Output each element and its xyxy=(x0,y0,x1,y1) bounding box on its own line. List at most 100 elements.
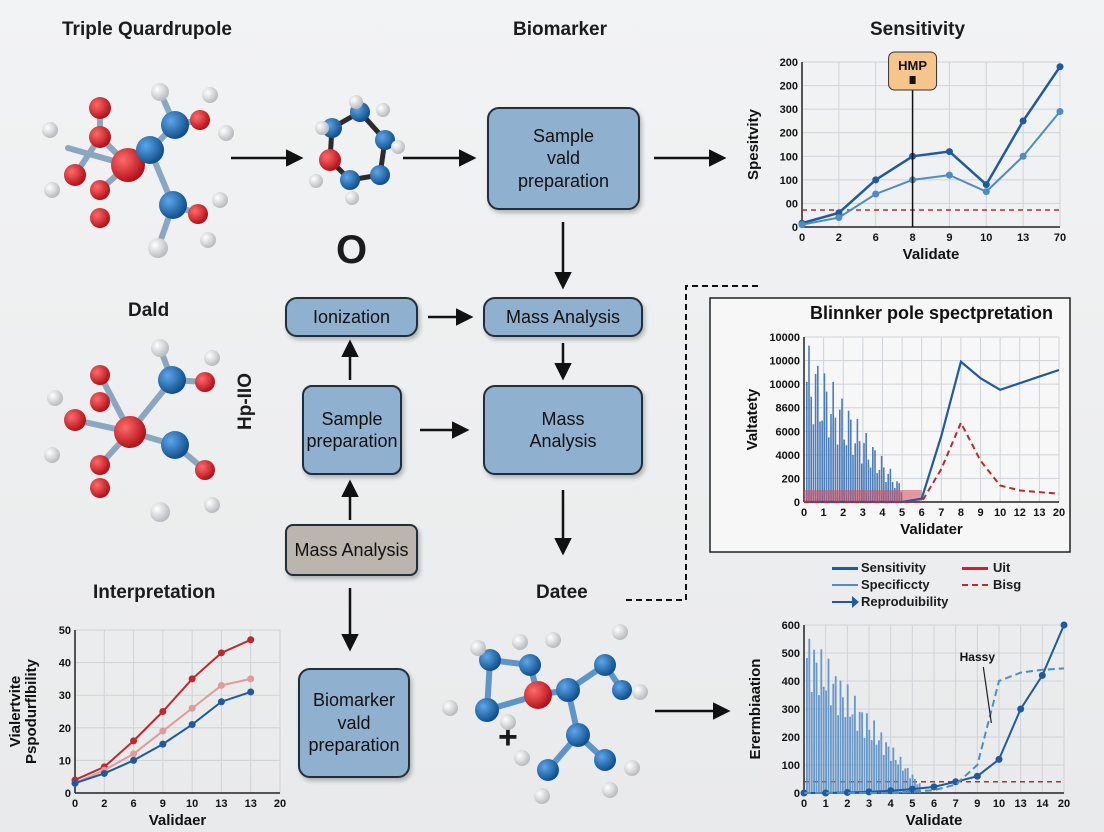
noise-bar xyxy=(852,454,854,502)
data-point xyxy=(188,675,196,683)
noise-bar xyxy=(814,373,817,502)
y-axis-title: Pspodurflbility xyxy=(23,658,40,764)
data-point xyxy=(1056,63,1064,71)
noise-bar xyxy=(858,441,861,502)
chart-title: Blinnker pole spectpretation xyxy=(810,303,1053,323)
x-tick-label: 13 xyxy=(1015,798,1027,810)
noise-bar xyxy=(825,690,827,793)
x-tick-label: 2 xyxy=(840,507,846,519)
legend-line-specificity xyxy=(832,584,858,586)
noise-bar xyxy=(851,714,854,793)
y-tick-label: 200 xyxy=(780,57,798,69)
data-point xyxy=(217,698,225,706)
spectpretation-legend: Sensitivity Uit Specificcty Bisg Reprodu… xyxy=(828,559,1068,615)
noise-bar xyxy=(875,744,878,793)
x-tick-label: 2 xyxy=(836,232,842,244)
data-point xyxy=(835,214,843,222)
noise-bar xyxy=(899,756,902,793)
noise-bar xyxy=(885,742,887,793)
noise-bar xyxy=(806,382,808,502)
x-tick-label: 6 xyxy=(931,798,937,810)
callout-marker xyxy=(909,76,916,84)
noise-bar xyxy=(878,740,880,793)
annotation-pointer xyxy=(982,666,992,724)
data-point xyxy=(872,176,880,184)
ionization-box[interactable]: Ionization xyxy=(285,297,418,337)
x-tick-label: 4 xyxy=(888,798,895,810)
noise-bar xyxy=(808,638,811,793)
y-axis-title: Spesitvity xyxy=(745,108,762,180)
biomarker-vald-preparation-box[interactable]: Biomarker vald preparation xyxy=(298,668,410,778)
noise-bar xyxy=(830,414,832,502)
data-point xyxy=(159,740,167,748)
y-tick-label: 10000 xyxy=(769,332,800,344)
y-tick-label: 300 xyxy=(782,704,800,716)
data-point xyxy=(159,727,167,735)
y-tick-label: 00 xyxy=(786,198,798,210)
legend-label-specificity: Specificcty xyxy=(861,577,930,592)
x-tick-label: 10 xyxy=(993,798,1005,810)
data-point xyxy=(930,783,938,791)
noise-bar xyxy=(904,768,907,793)
x-tick-label: 6 xyxy=(919,507,925,519)
x-tick-label: 7 xyxy=(938,507,944,519)
noise-bar xyxy=(839,680,842,793)
data-point xyxy=(982,188,990,196)
noise-bar xyxy=(817,365,819,502)
mass-analysis-mid-box[interactable]: Mass Analysis xyxy=(483,385,643,475)
y-tick-label: 400 xyxy=(782,676,800,688)
noise-bar xyxy=(830,705,832,793)
y-tick-label: 500 xyxy=(782,648,800,660)
x-tick-label: 2 xyxy=(844,798,850,810)
y-tick-label: 600 xyxy=(782,620,800,632)
data-point xyxy=(843,788,851,796)
mass-analysis-gray-box[interactable]: Mass Analysis xyxy=(285,524,418,576)
x-tick-label: 13 xyxy=(245,798,257,810)
datee-label: Datee xyxy=(536,582,588,603)
x-tick-label: 20 xyxy=(1053,507,1065,519)
x-tick-label: 1 xyxy=(821,507,827,519)
x-tick-label: 20 xyxy=(274,798,286,810)
sample-vald-preparation-box[interactable]: Sample vald preparation xyxy=(487,107,640,210)
annotation-label: Hassy xyxy=(960,650,996,664)
noise-bar xyxy=(863,738,866,793)
y-tick-label: 20 xyxy=(59,723,71,735)
data-point xyxy=(247,636,255,644)
x-tick-label: 13 xyxy=(215,798,227,810)
noise-bar xyxy=(865,433,867,502)
noise-bar xyxy=(813,649,815,793)
noise-bar xyxy=(911,774,914,793)
noise-bar xyxy=(844,717,847,793)
legend-line-sensitivity xyxy=(832,567,858,570)
biomarker-label: Biomarker xyxy=(513,19,607,40)
y-tick-label: 0 xyxy=(794,788,800,800)
data-point xyxy=(1019,152,1027,160)
x-tick-label: 8 xyxy=(910,232,916,244)
legend-label-uit: Uit xyxy=(993,560,1011,575)
data-point xyxy=(71,779,79,787)
y-tick-label: 200 xyxy=(780,81,798,93)
noise-bar xyxy=(823,373,826,502)
data-point xyxy=(188,704,196,712)
noise-bar xyxy=(887,473,889,502)
x-tick-label: 7 xyxy=(953,798,959,810)
mass-analysis-top-box[interactable]: Mass Analysis xyxy=(483,297,643,337)
data-point xyxy=(1056,108,1064,115)
noise-bar xyxy=(834,676,837,793)
sample-preparation-box[interactable]: Sample preparation xyxy=(302,385,402,475)
noise-bar xyxy=(837,715,839,793)
noise-bar xyxy=(834,417,837,502)
x-tick-label: 2 xyxy=(101,798,107,810)
y-tick-label: 0 xyxy=(792,222,798,234)
data-point xyxy=(995,755,1003,763)
noise-bar xyxy=(836,444,839,502)
x-axis-title: Validaer xyxy=(149,812,207,829)
data-point xyxy=(822,789,830,797)
data-point xyxy=(798,221,806,229)
molecule-middle-left-atoms xyxy=(44,339,220,522)
data-point xyxy=(982,181,990,189)
series-line xyxy=(804,420,1060,503)
